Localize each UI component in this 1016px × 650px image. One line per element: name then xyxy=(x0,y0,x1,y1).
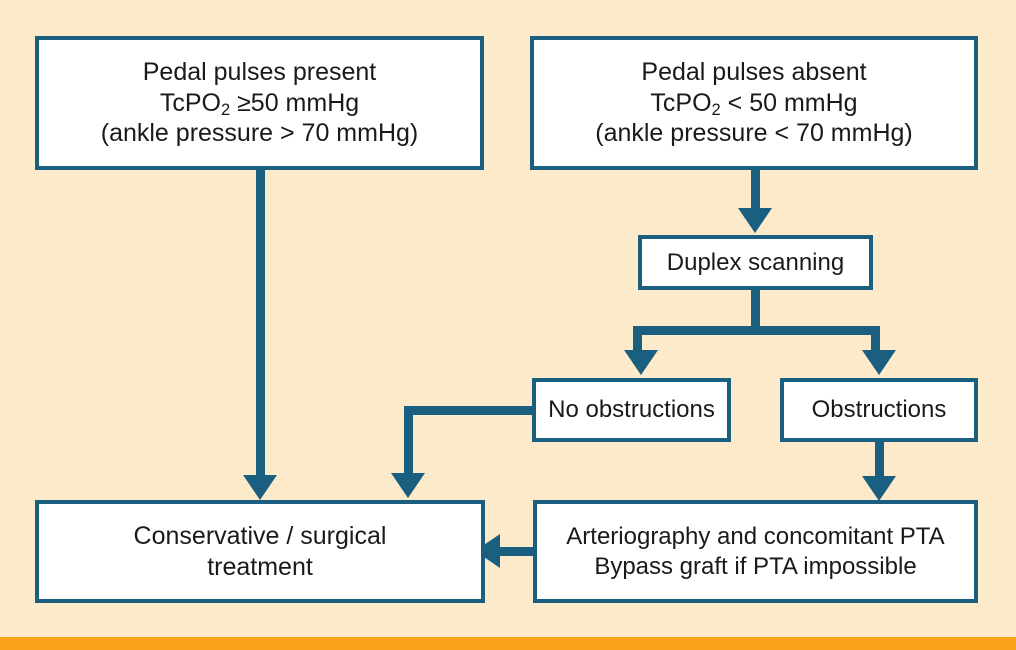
edge-arteriography-to-conservative-line xyxy=(497,547,537,556)
subscript-2: 2 xyxy=(220,101,231,120)
edge-duplex-stem xyxy=(751,290,760,330)
node-conservative-surgical-treatment-label: Conservative / surgical treatment xyxy=(133,522,387,581)
node-conservative-surgical-treatment: Conservative / surgical treatment xyxy=(35,500,485,603)
node-obstructions-label: Obstructions xyxy=(811,396,947,424)
node-no-obstructions-label: No obstructions xyxy=(548,396,715,424)
node-duplex-scanning-label: Duplex scanning xyxy=(666,248,845,276)
edge-duplex-to-obstructions-line xyxy=(871,326,880,352)
arrow-down-icon-duplex-to-obstructions xyxy=(862,350,896,375)
arrow-down-icon-duplex-to-no-obstructions xyxy=(624,350,658,375)
edge-obstructions-to-arteriography-line xyxy=(875,442,884,480)
node-arteriography-pta-label: Arteriography and concomitant PTA Bypass… xyxy=(566,523,945,580)
node-obstructions: Obstructions xyxy=(780,378,978,442)
edge-duplex-split-bar xyxy=(633,326,880,335)
edge-no-obstructions-to-conservative-horizontal xyxy=(404,406,536,415)
edge-no-obstructions-to-conservative-vertical xyxy=(404,406,413,476)
node-no-obstructions: No obstructions xyxy=(532,378,731,442)
node-arteriography-pta: Arteriography and concomitant PTA Bypass… xyxy=(533,500,978,603)
node-duplex-scanning: Duplex scanning xyxy=(638,235,873,290)
arrow-down-icon-no-obstructions-to-conservative xyxy=(391,473,425,498)
edge-pedal-present-to-conservative-line xyxy=(256,170,265,477)
edge-pedal-absent-to-duplex-line xyxy=(751,170,760,210)
arrow-down-icon-obstructions-to-arteriography xyxy=(862,476,896,501)
arrow-down-icon-pedal-present-to-conservative xyxy=(243,475,277,500)
edge-duplex-to-no-obstructions-line xyxy=(633,326,642,352)
accent-bar xyxy=(0,637,1016,650)
arrow-down-icon-pedal-absent-to-duplex xyxy=(738,208,772,233)
subscript-2: 2 xyxy=(711,101,721,120)
